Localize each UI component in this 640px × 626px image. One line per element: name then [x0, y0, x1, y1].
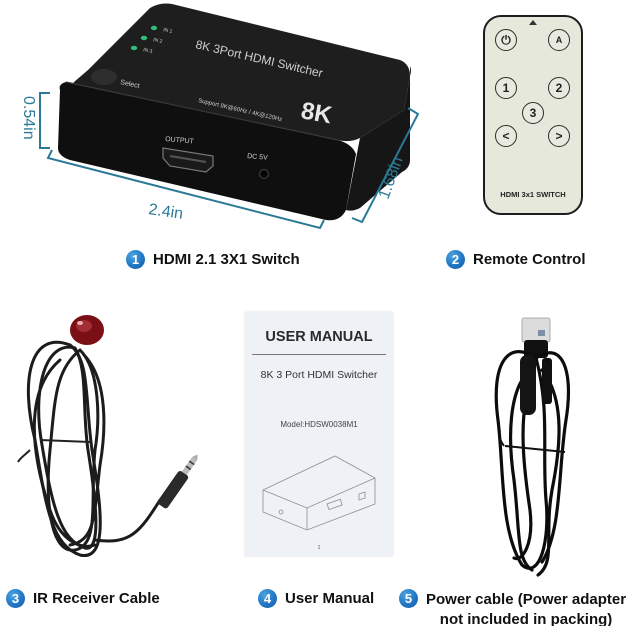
number-badge: 1	[126, 250, 145, 269]
caption-line-2: not included in packing)	[439, 611, 613, 626]
caption-text: IR Receiver Cable	[33, 590, 160, 607]
input-leds	[130, 25, 158, 51]
manual-title: USER MANUAL	[265, 329, 373, 345]
remote-print: HDMI 3x1 SWITCH	[500, 190, 566, 199]
ir-emitter-icon	[529, 20, 537, 25]
svg-text:Select: Select	[120, 79, 141, 90]
caption-item-4: 4 User Manual	[258, 589, 375, 608]
svg-text:0.54in: 0.54in	[20, 96, 37, 140]
manual-model: Model:HDSW0038M1	[280, 420, 358, 429]
caption-item-3: 3 IR Receiver Cable	[6, 589, 160, 608]
next-button-icon: >	[548, 125, 570, 147]
power-cable-image	[470, 300, 640, 580]
previous-button-icon: <	[495, 125, 517, 147]
hdmi-switch-image: IN 1 IN 2 IN 3 Select 8K 3Port HDMI Swit…	[0, 0, 440, 240]
svg-text:8K: 8K	[299, 97, 335, 129]
svg-text:IN 3: IN 3	[143, 47, 153, 55]
user-manual-image: USER MANUAL 8K 3 Port HDMI Switcher Mode…	[245, 312, 393, 556]
manual-subtitle: 8K 3 Port HDMI Switcher	[260, 369, 378, 381]
caption-text: User Manual	[285, 590, 375, 607]
number-badge: 2	[446, 250, 465, 269]
number-badge: 5	[399, 589, 418, 608]
caption-item-5: 5 Power cable (Power adapter not include…	[399, 589, 626, 626]
caption-text: Remote Control	[473, 251, 586, 268]
auto-button-icon: A	[548, 29, 570, 51]
svg-text:IN 1: IN 1	[163, 27, 173, 35]
select-button	[91, 69, 117, 85]
number-badge: 3	[6, 589, 25, 608]
input-2-button: 2	[548, 77, 570, 99]
caption-text: Power cable (Power adapter not included …	[426, 590, 626, 626]
manual-device-sketch	[262, 455, 376, 531]
caption-line-1: Power cable (Power adapter	[426, 591, 627, 608]
manual-page-number: 1	[317, 545, 321, 551]
caption-item-2: 2 Remote Control	[446, 250, 586, 269]
remote-control-image: ⏻ A 1 2 3 < > HDMI 3x1 SWITCH	[483, 15, 583, 215]
number-badge: 4	[258, 589, 277, 608]
svg-text:DC 5V: DC 5V	[247, 153, 268, 162]
caption-item-1: 1 HDMI 2.1 3X1 Switch	[126, 250, 300, 269]
svg-text:OUTPUT: OUTPUT	[165, 136, 195, 146]
power-button-icon: ⏻	[495, 29, 517, 51]
manual-divider	[252, 354, 386, 355]
svg-text:2.4in: 2.4in	[147, 201, 184, 223]
caption-text: HDMI 2.1 3X1 Switch	[153, 251, 300, 268]
ir-receiver-cable-image	[0, 300, 220, 570]
input-1-button: 1	[495, 77, 517, 99]
input-3-button: 3	[522, 102, 544, 124]
svg-text:IN 2: IN 2	[153, 37, 163, 45]
